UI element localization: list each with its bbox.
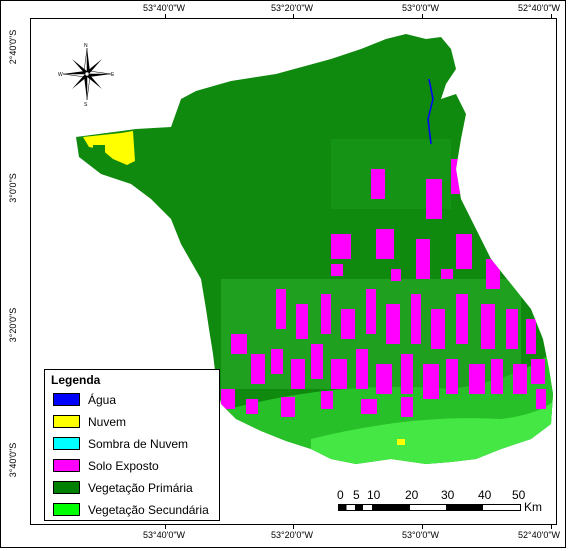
legend-swatch <box>53 481 80 494</box>
coord-bottom: 53°40'0"W <box>143 530 186 540</box>
tick-bottom <box>165 524 166 529</box>
legend-item-agua: Água <box>53 392 218 408</box>
legend-swatch <box>53 503 80 516</box>
coord-top: 53°20'0"W <box>271 3 314 13</box>
legend-label: Sombra de Nuvem <box>88 437 189 451</box>
scale-label: 40 <box>478 488 492 502</box>
coord-left: 3°0'0"S <box>8 173 18 203</box>
legend-label: Água <box>88 393 117 407</box>
coord-bottom: 52°40'0"W <box>518 530 561 540</box>
coord-left: 3°40'0"S <box>8 442 18 478</box>
legend-item-vegetacao-secundaria: Vegetação Secundária <box>53 502 218 518</box>
compass-rose-icon: N S E W <box>58 43 115 106</box>
scale-bar <box>338 504 521 511</box>
scale-unit: Km <box>524 500 542 514</box>
legend-label: Solo Exposto <box>88 459 159 473</box>
scale-label: 50 <box>512 488 526 502</box>
legend-label: Nuvem <box>88 415 127 429</box>
tick-top <box>551 14 552 19</box>
coord-bottom: 53°20'0"W <box>271 530 314 540</box>
coord-left: 3°20'0"S <box>8 307 18 343</box>
tick-bottom <box>422 524 423 529</box>
coord-top: 53°0'0"W <box>402 3 440 13</box>
compass-s-label: S <box>84 102 88 106</box>
legend-swatch <box>53 393 80 406</box>
legend: Legenda Água Nuvem Sombra de Nuvem Solo … <box>44 369 220 521</box>
legend-title: Legenda <box>51 373 101 387</box>
legend-swatch <box>53 437 80 450</box>
legend-item-sombra-de-nuvem: Sombra de Nuvem <box>53 436 218 452</box>
legend-label: Vegetação Secundária <box>88 503 209 517</box>
tick-top <box>422 14 423 19</box>
scale-label: 10 <box>367 488 381 502</box>
legend-label: Vegetação Primária <box>88 481 193 495</box>
tick-top <box>293 14 294 19</box>
legend-item-solo-exposto: Solo Exposto <box>53 458 218 474</box>
compass-n-label: N <box>84 43 88 49</box>
scale-label: 20 <box>405 488 419 502</box>
compass-w-label: W <box>58 72 63 78</box>
legend-swatch <box>53 415 80 428</box>
scale-label: 5 <box>353 488 360 502</box>
compass-e-label: E <box>111 72 115 78</box>
tick-bottom <box>551 524 552 529</box>
legend-item-vegetacao-primaria: Vegetação Primária <box>53 480 218 496</box>
legend-swatch <box>53 459 80 472</box>
coord-top: 53°40'0"W <box>143 3 186 13</box>
scale-label: 30 <box>441 488 455 502</box>
scale-label: 0 <box>337 488 344 502</box>
coord-left: 2°40'0"S <box>8 29 18 65</box>
land-cover-map <box>76 34 553 464</box>
coord-bottom: 53°0'0"W <box>402 530 440 540</box>
coord-top: 52°40'0"W <box>518 3 561 13</box>
tick-top <box>165 14 166 19</box>
land-cover-patches <box>83 78 553 464</box>
tick-bottom <box>293 524 294 529</box>
legend-item-nuvem: Nuvem <box>53 414 218 430</box>
